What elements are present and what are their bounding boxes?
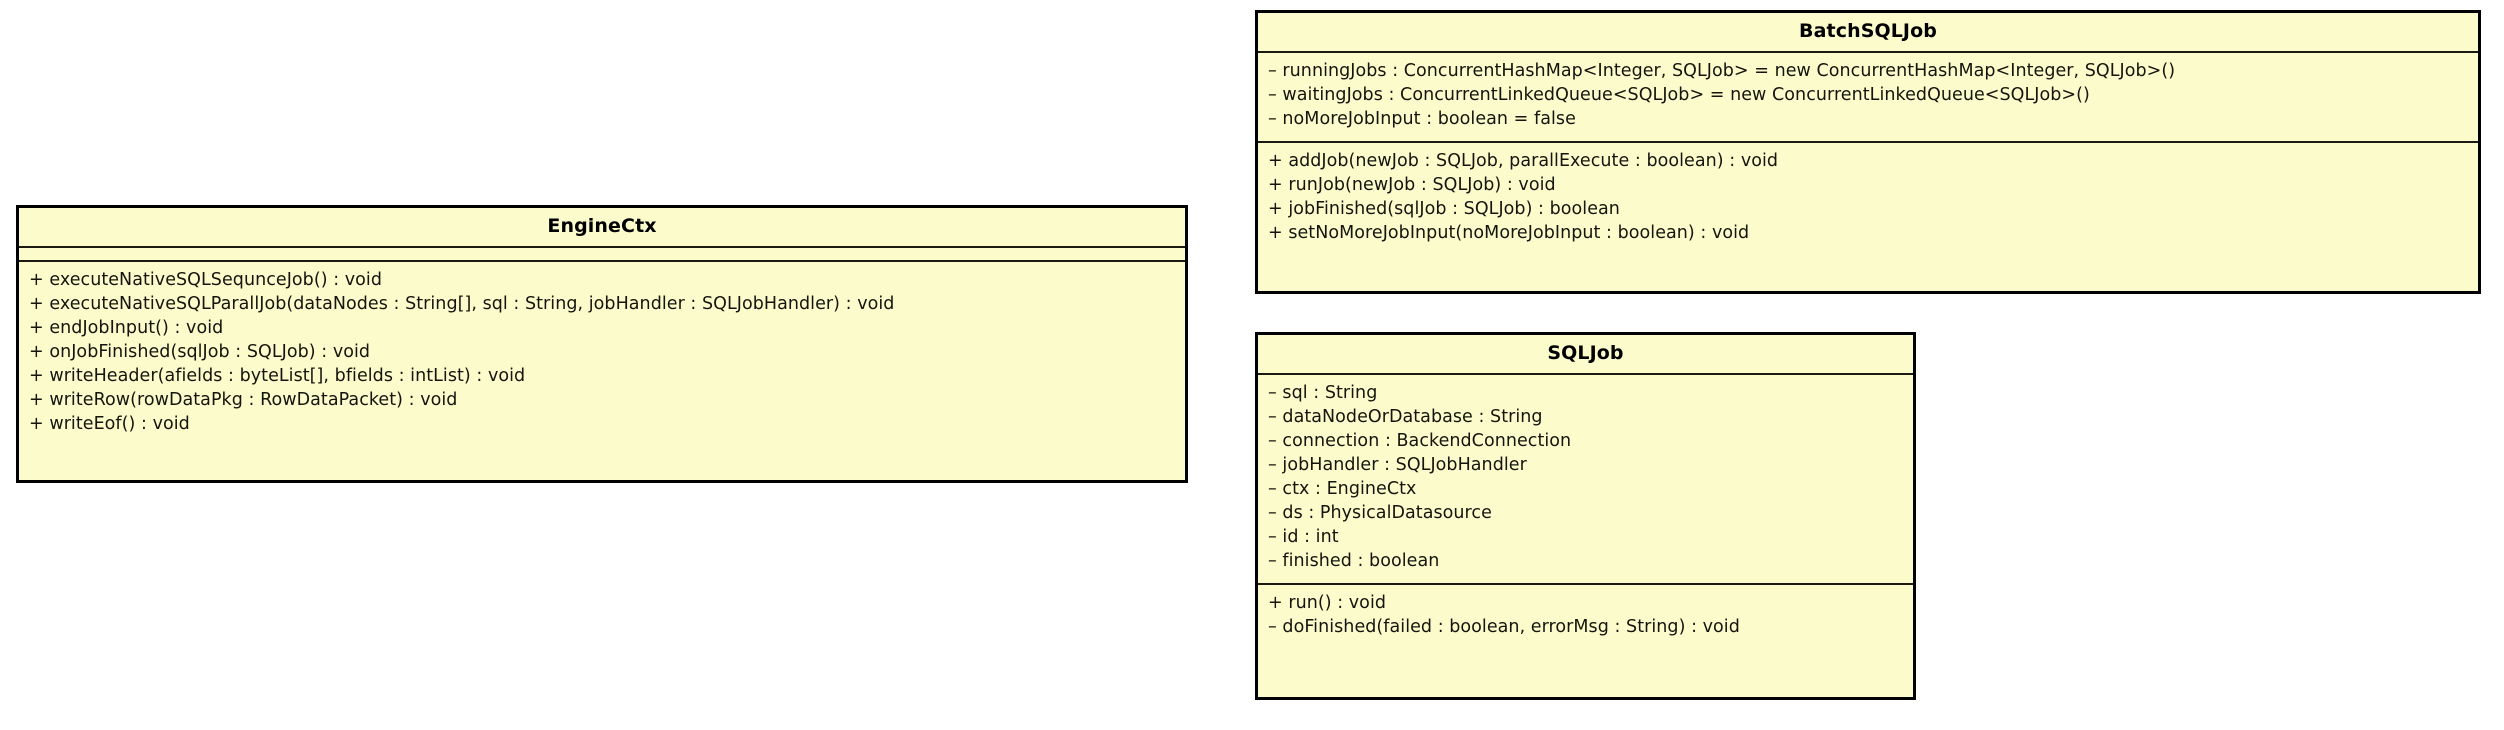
compartment-separator (1258, 51, 2478, 53)
class-member: – waitingJobs : ConcurrentLinkedQueue<SQ… (1268, 84, 2090, 105)
class-name-batch-sql-job: BatchSQLJob (1799, 20, 1937, 42)
class-member: + writeRow(rowDataPkg : RowDataPacket) :… (29, 389, 458, 410)
compartment-separator (1258, 373, 1913, 375)
class-member: + runJob(newJob : SQLJob) : void (1268, 174, 1556, 195)
compartment-separator (19, 260, 1185, 262)
class-member: + run() : void (1268, 592, 1387, 613)
class-member: + executeNativeSQLSequnceJob() : void (29, 270, 382, 290)
class-member: + endJobInput() : void (29, 317, 224, 338)
class-member: – ctx : EngineCtx (1268, 478, 1417, 499)
attributes-compartment-sql-job: – sql : String – dataNodeOrDatabase : St… (1258, 375, 1913, 583)
class-member: – finished : boolean (1268, 550, 1440, 571)
class-member: – sql : String (1268, 383, 1378, 403)
class-member: – runningJobs : ConcurrentHashMap<Intege… (1268, 61, 2176, 81)
methods-compartment-engine-ctx: + executeNativeSQLSequnceJob() : void + … (19, 262, 1185, 446)
attributes-compartment-engine-ctx (19, 248, 1185, 260)
class-member: + jobFinished(sqlJob : SQLJob) : boolean (1268, 198, 1620, 219)
class-member: – jobHandler : SQLJobHandler (1268, 454, 1527, 475)
class-member: – dataNodeOrDatabase : String (1268, 406, 1543, 427)
class-name-engine-ctx: EngineCtx (547, 215, 657, 237)
class-member: – id : int (1268, 526, 1339, 547)
class-member: + onJobFinished(sqlJob : SQLJob) : void (29, 341, 371, 362)
methods-compartment-batch-sql-job: + addJob(newJob : SQLJob, parallExecute … (1258, 143, 2478, 255)
compartment-separator (19, 246, 1185, 248)
class-member: + executeNativeSQLParallJob(dataNodes : … (29, 293, 895, 314)
attributes-compartment-batch-sql-job: – runningJobs : ConcurrentHashMap<Intege… (1258, 53, 2478, 141)
compartment-separator (1258, 140, 2478, 143)
class-member: + writeHeader(afields : byteList[], bfie… (29, 365, 526, 386)
class-name-sql-job: SQLJob (1547, 342, 1624, 364)
class-member: + addJob(newJob : SQLJob, parallExecute … (1268, 150, 1779, 171)
uml-class-engine-ctx[interactable]: EngineCtx + executeNativeSQLSequnceJob()… (16, 205, 1188, 483)
compartment-separator (1258, 582, 1913, 585)
methods-compartment-sql-job: + run() : void – doFinished(failed : boo… (1258, 585, 1913, 649)
class-member: – ds : PhysicalDatasource (1268, 502, 1492, 523)
uml-class-batch-sql-job[interactable]: BatchSQLJob – runningJobs : ConcurrentHa… (1255, 10, 2481, 294)
uml-class-sql-job[interactable]: SQLJob – sql : String – dataNodeOrDataba… (1255, 332, 1916, 700)
class-member: + writeEof() : void (29, 413, 190, 434)
class-member: – noMoreJobInput : boolean = false (1268, 108, 1576, 129)
class-member: – doFinished(failed : boolean, errorMsg … (1268, 616, 1740, 637)
class-member: – connection : BackendConnection (1268, 430, 1572, 451)
class-member: + setNoMoreJobInput(noMoreJobInput : boo… (1268, 222, 1750, 243)
